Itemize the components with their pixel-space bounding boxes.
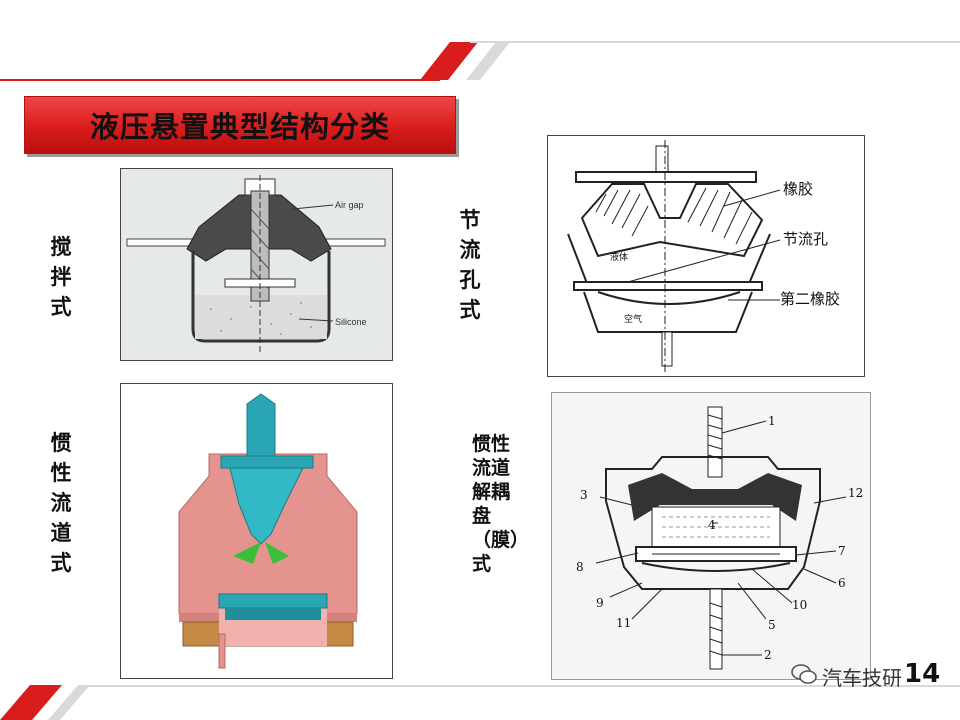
- label-orifice: 节 流 孔 式: [459, 208, 481, 322]
- callout-9: 9: [596, 596, 604, 610]
- callout-1: 1: [768, 414, 776, 428]
- diagram-decoupler-mount: 1 2 3 4 5 6 7 8 9 10 11 12: [551, 392, 871, 680]
- callout-7: 7: [838, 544, 846, 558]
- callout-10: 10: [792, 598, 807, 612]
- callout-11: 11: [616, 616, 631, 630]
- callout-6: 6: [838, 576, 846, 590]
- air-label: 空气: [624, 313, 642, 325]
- callout-2: 2: [764, 648, 772, 662]
- decoupler-mount-drawing: 1 2 3 4 5 6 7 8 9 10 11 12: [576, 406, 863, 670]
- watermark-text: 汽车技研: [822, 666, 902, 690]
- diagram-orifice-mount: 橡胶 节流孔 第二橡胶 液体 空气: [547, 135, 865, 377]
- orifice-mount-drawing: 橡胶 节流孔 第二橡胶 液体 空气: [567, 140, 840, 372]
- callout-12: 12: [848, 486, 863, 500]
- title-banner: 液压悬置典型结构分类: [24, 96, 456, 154]
- callout-5: 5: [768, 618, 776, 632]
- callout-3: 3: [580, 488, 588, 502]
- label-inertia-track: 惯 性 流 道 式: [50, 431, 72, 575]
- top-decoration: [0, 41, 960, 81]
- bottom-decoration: [0, 685, 960, 720]
- liquid-label: 液体: [610, 251, 628, 263]
- inertia-track-render: [178, 393, 358, 669]
- callout-8: 8: [576, 560, 584, 574]
- page-number: 14: [904, 659, 941, 689]
- wechat-icon: [790, 662, 818, 686]
- diagram-stirring-mount: Air gap Silicone: [120, 168, 393, 361]
- rubber-label: 橡胶: [783, 180, 813, 198]
- silicone-label: Silicone: [335, 317, 367, 327]
- label-inertia-decoupler: 惯性 流道 解耦 盘 （膜） 式: [472, 433, 530, 575]
- slide-title: 液压悬置典型结构分类: [89, 110, 390, 144]
- orifice-hole-label: 节流孔: [783, 230, 828, 248]
- stirring-mount-drawing: Air gap Silicone: [121, 169, 392, 360]
- label-stirring: 搅 拌 式: [50, 235, 72, 319]
- air-gap-label: Air gap: [335, 200, 364, 210]
- second-rubber-label: 第二橡胶: [780, 290, 840, 308]
- callout-4: 4: [708, 518, 716, 532]
- diagram-inertia-track-mount: [120, 383, 393, 679]
